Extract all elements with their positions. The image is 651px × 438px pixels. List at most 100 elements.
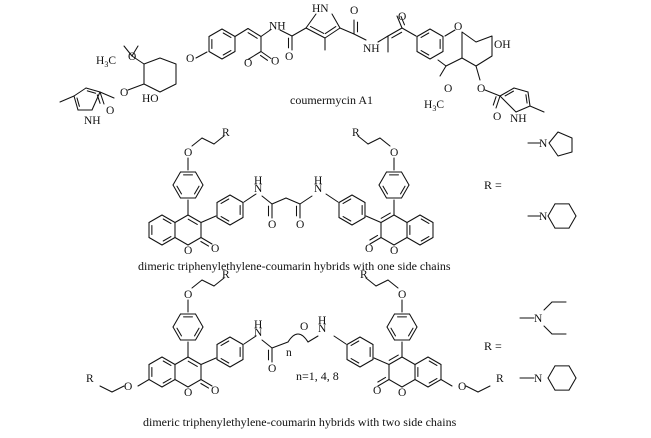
piperidine-ring [547, 203, 556, 217]
phenyl-ring [216, 358, 231, 368]
repeat-n: n [286, 347, 292, 359]
pyrrole-ring [73, 95, 79, 111]
bond-line [187, 356, 202, 366]
bond-line [325, 193, 339, 203]
r-equals-label-bottom: R = [484, 339, 502, 353]
double-bond-line [200, 240, 210, 247]
phenyl-ring [400, 184, 410, 199]
bond-line [260, 50, 272, 60]
coumarin-benzo-ring [416, 50, 431, 60]
coumarin-benzo-ring [148, 214, 163, 224]
carbonyl-oxygen: O [271, 56, 279, 68]
hydroxyl-label: HO [142, 93, 159, 105]
amide-nh: NH [363, 43, 380, 55]
bond-line [475, 65, 481, 81]
coumarin-benzo-ring [427, 378, 442, 388]
carbonyl-oxygen: O [373, 385, 381, 397]
aromatic-inner-bond [222, 50, 232, 56]
phenyl-ring [216, 216, 231, 226]
bond-line [307, 335, 319, 343]
bond-line [201, 279, 215, 287]
coumarin-benzo-ring [208, 28, 223, 38]
ether-oxygen: O [184, 147, 192, 159]
carbonyl-oxygen: O [106, 105, 114, 117]
bond-line [234, 27, 249, 38]
bond-line [59, 95, 75, 103]
bond-line [444, 29, 456, 37]
double-bond-line [400, 15, 406, 26]
ether-oxygen: O [186, 53, 194, 65]
bond-line [369, 236, 382, 245]
bond-line [99, 385, 113, 393]
piperidine-ring [568, 377, 577, 391]
bond-line [365, 215, 382, 224]
carbonyl-oxygen: O [285, 51, 293, 63]
aromatic-inner-bond [504, 90, 515, 97]
phenyl-ring [194, 313, 204, 328]
pyrrole-ring [85, 87, 101, 93]
aromatic-inner-bond [420, 236, 430, 242]
piperidine-ring [547, 215, 556, 229]
bond-line [200, 236, 213, 245]
piperidine-ring [568, 203, 577, 217]
bond-line [401, 378, 416, 388]
amide-nh: NH [269, 21, 286, 33]
ether-oxygen: O [184, 289, 192, 301]
coumarin-benzo-ring [414, 378, 429, 388]
methoxy-oxygen: O [444, 83, 452, 95]
aromatic-inner-bond [162, 218, 172, 224]
bond-line [200, 378, 213, 387]
ester-oxygen: O [120, 87, 128, 99]
bond-line [247, 27, 262, 38]
double-bond-line [247, 32, 258, 39]
bond-line [495, 95, 501, 109]
bond-line [437, 59, 447, 67]
bond-line [174, 236, 189, 246]
coumarin-benzo-ring [427, 356, 442, 366]
bond-line [387, 27, 403, 37]
phenyl-ring [172, 171, 182, 186]
coumarin-benzo-ring [208, 50, 223, 60]
bond-line [243, 335, 257, 345]
phenyl-ring [351, 194, 366, 204]
double-bond-line [187, 360, 198, 367]
bond-line [465, 385, 479, 393]
bond-line [331, 13, 341, 29]
amide-n: N [254, 183, 263, 195]
r-substituent: R [222, 269, 230, 281]
coumarin-benzo-ring [406, 236, 421, 246]
bond-line [393, 214, 408, 224]
bond-line [388, 356, 403, 366]
caption-coumermycin: coumermycin A1 [290, 93, 373, 107]
aromatic-inner-bond [162, 236, 172, 242]
coumarin-ring-oxygen: O [184, 245, 192, 257]
double-bond-line [187, 218, 198, 225]
double-bond-line [324, 26, 337, 35]
aromatic-inner-bond [194, 327, 200, 337]
phenyl-ring [378, 171, 388, 186]
bond-line [377, 378, 390, 387]
coumarin-benzo-ring [161, 356, 176, 366]
bond-line [440, 378, 453, 387]
bond-line [299, 195, 313, 205]
aromatic-inner-bond [220, 340, 230, 346]
phenyl-ring [346, 336, 361, 346]
r-substituent: R [496, 373, 504, 385]
bond-line [401, 356, 416, 366]
phenyl-ring [400, 171, 410, 186]
coumarin-ring-oxygen: O [390, 245, 398, 257]
bond-line [260, 28, 272, 38]
pyrrole-ring [499, 95, 517, 113]
ether-oxygen: O [390, 147, 398, 159]
bond-line [261, 195, 273, 205]
phenyl-ring [386, 313, 396, 328]
coumarin-benzo-ring [416, 28, 431, 38]
bond-line [367, 137, 381, 145]
phenyl-ring [338, 216, 353, 226]
bond-line [127, 83, 145, 91]
diethylamine-n: N [534, 313, 543, 325]
coumarin-ring-oxygen: O [398, 387, 406, 399]
bond-line [201, 137, 215, 145]
bond-line [393, 236, 408, 246]
